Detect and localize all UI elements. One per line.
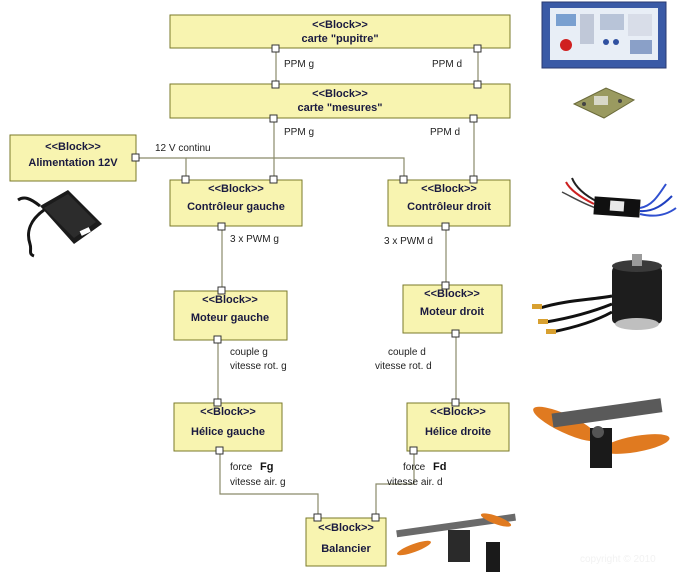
port[interactable] xyxy=(441,281,450,290)
flow-label-force-g: force xyxy=(230,462,253,473)
flow-alim-ctrl-g xyxy=(136,157,187,180)
flow-label-couple-g: couple g xyxy=(230,347,268,358)
port[interactable] xyxy=(409,446,418,455)
flow-label-ppm-d-mid: PPM d xyxy=(430,127,460,138)
block-moteur-gauche[interactable]: <<Block>> Moteur gauche xyxy=(173,290,288,341)
port[interactable] xyxy=(469,175,478,184)
block-title-pupitre: carte "pupitre" xyxy=(301,33,378,45)
port[interactable] xyxy=(217,222,226,231)
block-stereotype: <<Block>> xyxy=(430,406,486,418)
block-title-moteur-gauche: Moteur gauche xyxy=(191,312,269,324)
block-stereotype: <<Block>> xyxy=(208,183,264,195)
block-title-balancier: Balancier xyxy=(321,543,371,555)
port[interactable] xyxy=(269,175,278,184)
brushless-motor-photo xyxy=(532,254,662,334)
block-stereotype: <<Block>> xyxy=(200,406,256,418)
ports xyxy=(131,44,482,522)
copyright-notice: copyright © 2010 xyxy=(580,554,656,565)
block-stereotype: <<Block>> xyxy=(421,183,477,195)
block-stereotype: <<Block>> xyxy=(312,19,368,31)
flow-connectors xyxy=(136,50,479,518)
port[interactable] xyxy=(215,446,224,455)
block-balancier[interactable]: <<Block>> Balancier xyxy=(305,517,387,567)
flow-label-vitesse-air-d: vitesse air. d xyxy=(387,477,443,488)
block-stereotype: <<Block>> xyxy=(318,522,374,534)
flow-label-ppm-g-mid: PPM g xyxy=(284,127,314,138)
block-title-helice-droite: Hélice droite xyxy=(425,426,491,438)
port[interactable] xyxy=(469,114,478,123)
port[interactable] xyxy=(451,398,460,407)
port[interactable] xyxy=(217,286,226,295)
flow-label-vitesse-rot-g: vitesse rot. g xyxy=(230,361,287,372)
block-stereotype: <<Block>> xyxy=(424,288,480,300)
block-helice-droite[interactable]: <<Block>> Hélice droite xyxy=(406,402,510,452)
port[interactable] xyxy=(473,80,482,89)
block-title-ctrl-droit: Contrôleur droit xyxy=(407,201,491,213)
flow-label-pwm-d: 3 x PWM d xyxy=(384,236,433,247)
block-helice-gauche[interactable]: <<Block>> Hélice gauche xyxy=(173,402,283,452)
block-controleur-droit[interactable]: <<Block>> Contrôleur droit xyxy=(387,179,511,227)
flow-label-force-d: force xyxy=(403,462,426,473)
propeller-photo xyxy=(533,398,670,468)
flow-label-12v-continu: 12 V continu xyxy=(155,143,211,154)
flow-label-pwm-g: 3 x PWM g xyxy=(230,234,279,245)
port[interactable] xyxy=(269,114,278,123)
port[interactable] xyxy=(181,175,190,184)
control-panel-photo xyxy=(541,1,667,69)
flow-labels: PPM g PPM d PPM g PPM d 12 V continu 3 x… xyxy=(155,59,462,488)
port[interactable] xyxy=(399,175,408,184)
flow-label-fd: Fd xyxy=(433,461,446,473)
flow-label-ppm-g-top: PPM g xyxy=(284,59,314,70)
block-title-mesures: carte "mesures" xyxy=(297,102,382,114)
port[interactable] xyxy=(451,329,460,338)
block-title-alimentation: Alimentation 12V xyxy=(28,157,118,169)
power-adapter-photo xyxy=(17,190,102,258)
port[interactable] xyxy=(473,44,482,53)
port[interactable] xyxy=(441,222,450,231)
block-alimentation[interactable]: <<Block>> Alimentation 12V xyxy=(9,134,137,182)
block-stereotype: <<Block>> xyxy=(202,294,258,306)
port[interactable] xyxy=(213,398,222,407)
flow-label-ppm-d-top: PPM d xyxy=(432,59,462,70)
flow-helice-balancier-g xyxy=(219,451,319,518)
circuit-board-photo xyxy=(572,87,636,119)
block-stereotype: <<Block>> xyxy=(45,141,101,153)
block-carte-mesures[interactable]: <<Block>> carte "mesures" xyxy=(169,83,511,119)
flow-label-couple-d: couple d xyxy=(388,347,426,358)
port[interactable] xyxy=(313,513,322,522)
block-moteur-droit[interactable]: <<Block>> Moteur droit xyxy=(402,284,503,334)
block-title-helice-gauche: Hélice gauche xyxy=(191,426,265,438)
block-carte-pupitre[interactable]: <<Block>> carte "pupitre" xyxy=(169,14,511,49)
flow-helice-balancier-d xyxy=(375,451,415,518)
flow-alim-ctrl-d xyxy=(186,157,405,180)
port[interactable] xyxy=(131,153,140,162)
flow-label-vitesse-rot-d: vitesse rot. d xyxy=(375,361,432,372)
balance-arm-photo xyxy=(396,513,516,572)
port[interactable] xyxy=(213,335,222,344)
port[interactable] xyxy=(371,513,380,522)
block-title-ctrl-gauche: Contrôleur gauche xyxy=(187,201,285,213)
port[interactable] xyxy=(271,44,280,53)
port[interactable] xyxy=(271,80,280,89)
block-controleur-gauche[interactable]: <<Block>> Contrôleur gauche xyxy=(169,179,303,227)
flow-label-vitesse-air-g: vitesse air. g xyxy=(230,477,286,488)
speed-controller-photo xyxy=(561,177,677,218)
flow-label-fg: Fg xyxy=(260,461,273,473)
block-stereotype: <<Block>> xyxy=(312,88,368,100)
block-title-moteur-droit: Moteur droit xyxy=(420,306,484,318)
